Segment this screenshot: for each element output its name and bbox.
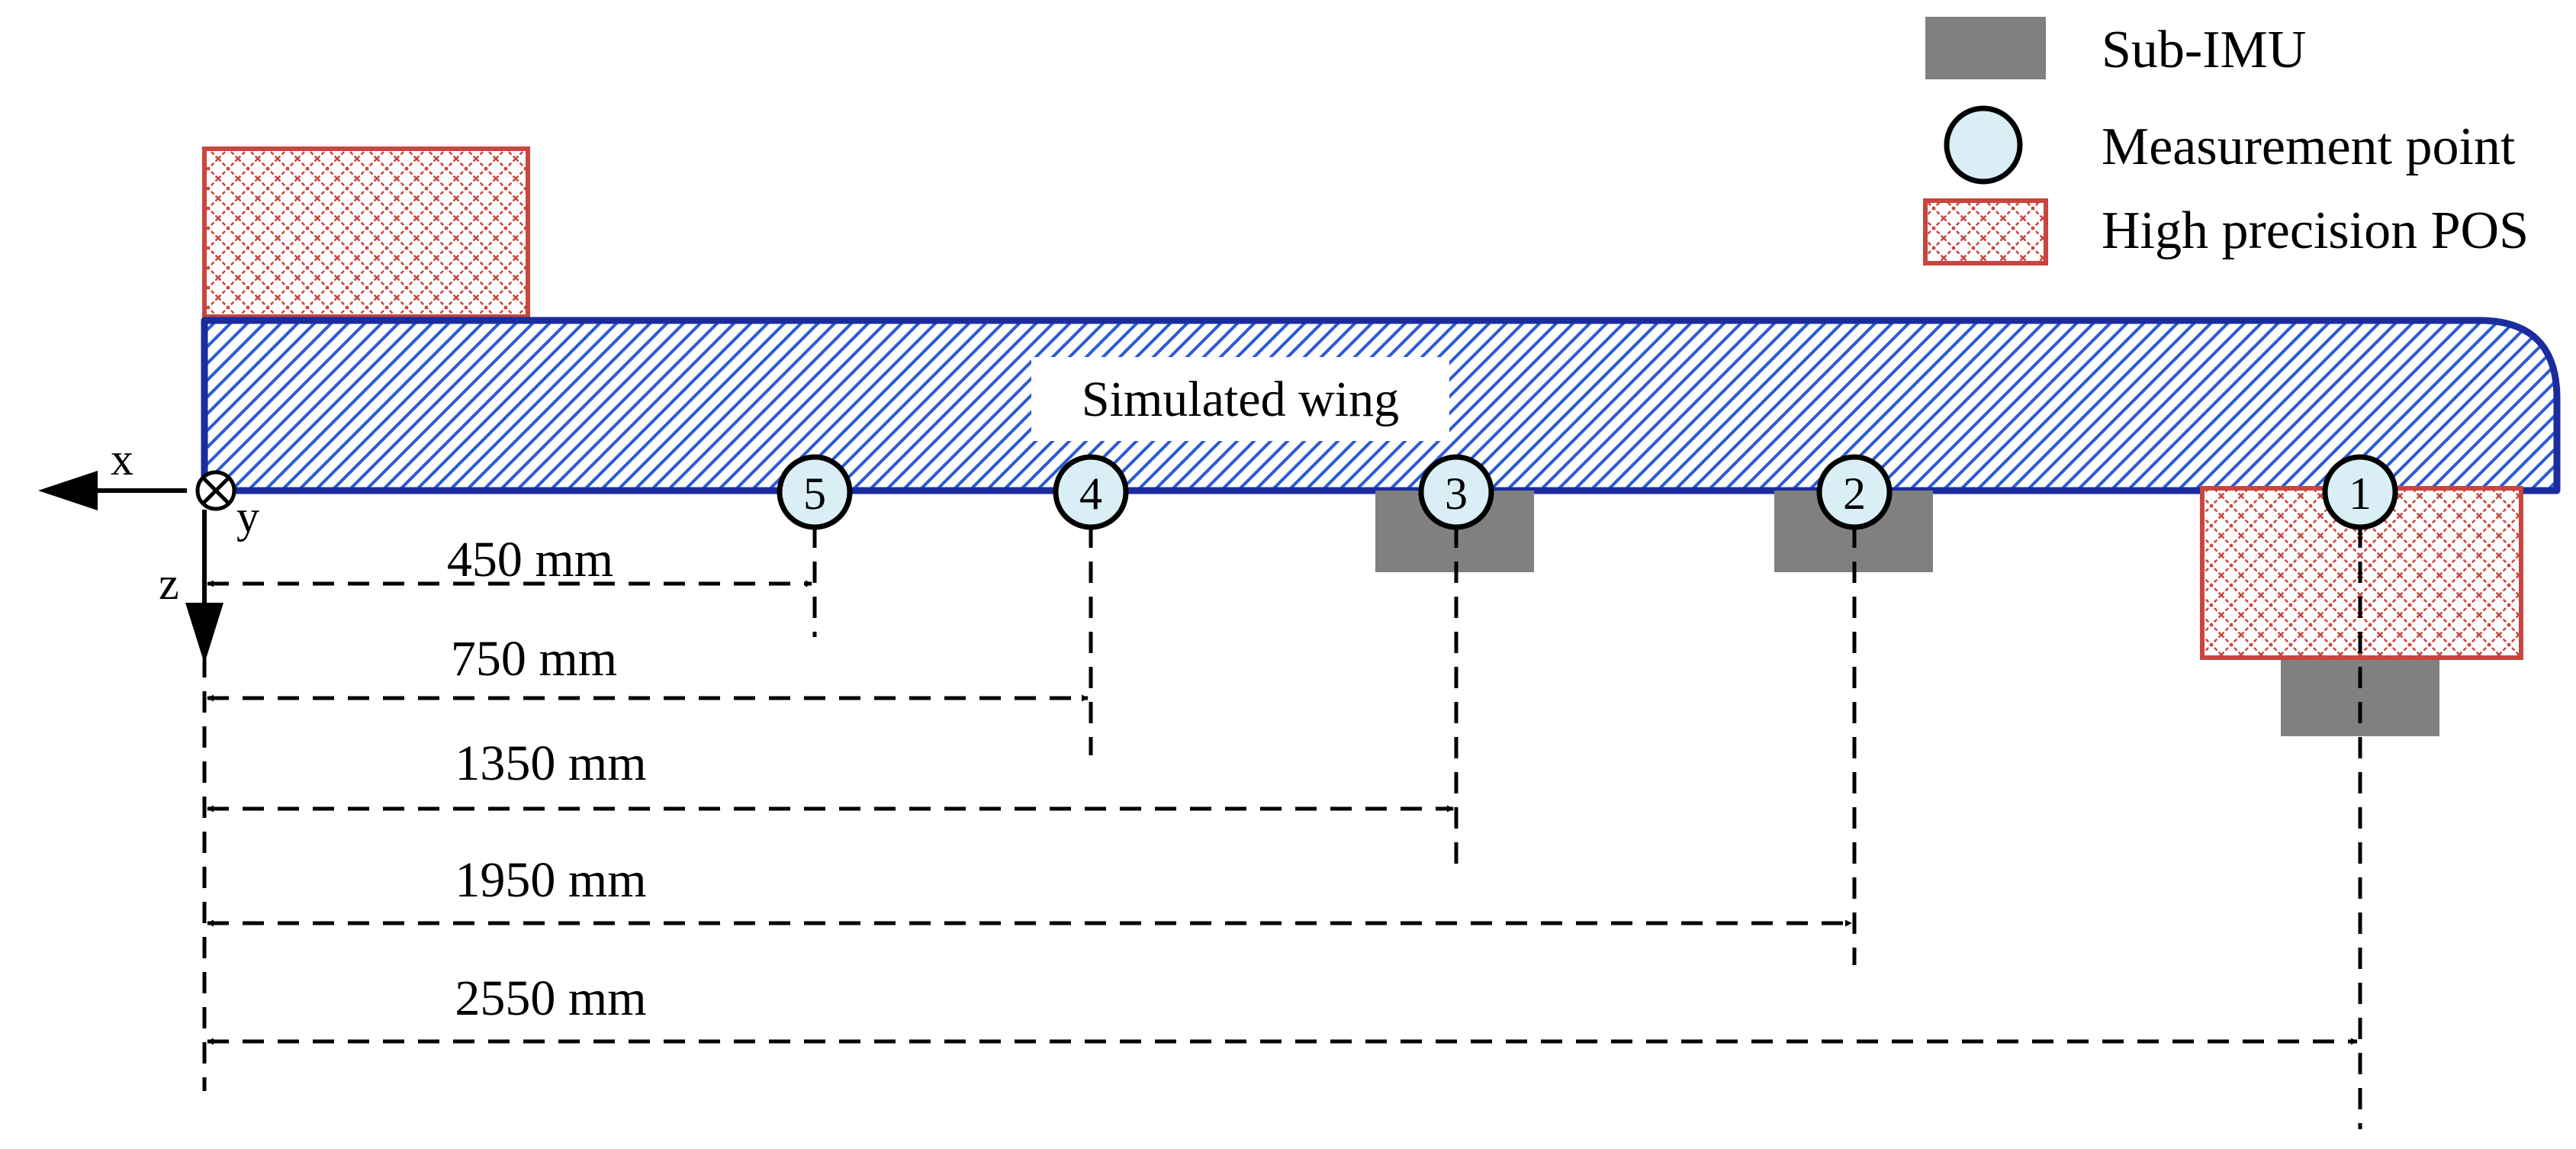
dimension-label-1350: 1350 mm bbox=[455, 735, 646, 791]
legend-measurement-point-swatch bbox=[1944, 105, 2023, 185]
x-axis-arrow bbox=[38, 471, 98, 510]
z-axis-arrow bbox=[185, 603, 224, 664]
dimension-label-450: 450 mm bbox=[447, 532, 613, 587]
measurement-points: 5 4 3 2 1 bbox=[777, 454, 2398, 530]
y-axis-label: y bbox=[236, 491, 259, 542]
z-axis-label: z bbox=[159, 558, 179, 609]
dimension-labels: 450 mm 750 mm 1350 mm 1950 mm 2550 mm bbox=[447, 532, 647, 1026]
measurement-point-3-label: 3 bbox=[1445, 468, 1468, 519]
dimension-arrows bbox=[207, 580, 2358, 1045]
coordinate-system: x y z bbox=[38, 434, 259, 664]
legend-sub-imu-label: Sub-IMU bbox=[2102, 21, 2306, 79]
measurement-point-1: 1 bbox=[2322, 454, 2398, 530]
measurement-point-4-label: 4 bbox=[1079, 468, 1102, 519]
legend: Sub-IMU Measurement point High precision… bbox=[1923, 17, 2529, 266]
simulated-wing: Simulated wing bbox=[201, 317, 2561, 494]
measurement-point-4: 4 bbox=[1053, 454, 1129, 530]
pos-root-block bbox=[202, 146, 530, 319]
legend-pos-label: High precision POS bbox=[2102, 201, 2529, 260]
wing-label: Simulated wing bbox=[1082, 372, 1399, 427]
legend-sub-imu-swatch bbox=[1925, 17, 2046, 79]
measurement-point-2: 2 bbox=[1816, 454, 1893, 530]
legend-measurement-point-label: Measurement point bbox=[2102, 117, 2516, 176]
dimension-label-750: 750 mm bbox=[451, 631, 617, 687]
measurement-point-5-label: 5 bbox=[803, 468, 826, 519]
measurement-point-1-label: 1 bbox=[2349, 468, 2372, 519]
measurement-point-2-label: 2 bbox=[1843, 468, 1866, 519]
dimension-label-1950: 1950 mm bbox=[455, 852, 646, 908]
measurement-point-3: 3 bbox=[1418, 454, 1494, 530]
dimension-label-2550: 2550 mm bbox=[455, 970, 646, 1026]
reference-lines bbox=[202, 526, 2362, 1129]
wing-label-background bbox=[1031, 357, 1449, 441]
measurement-point-5: 5 bbox=[777, 454, 853, 530]
legend-pos-swatch-hatch bbox=[1928, 203, 2044, 261]
x-axis-label: x bbox=[111, 434, 133, 484]
